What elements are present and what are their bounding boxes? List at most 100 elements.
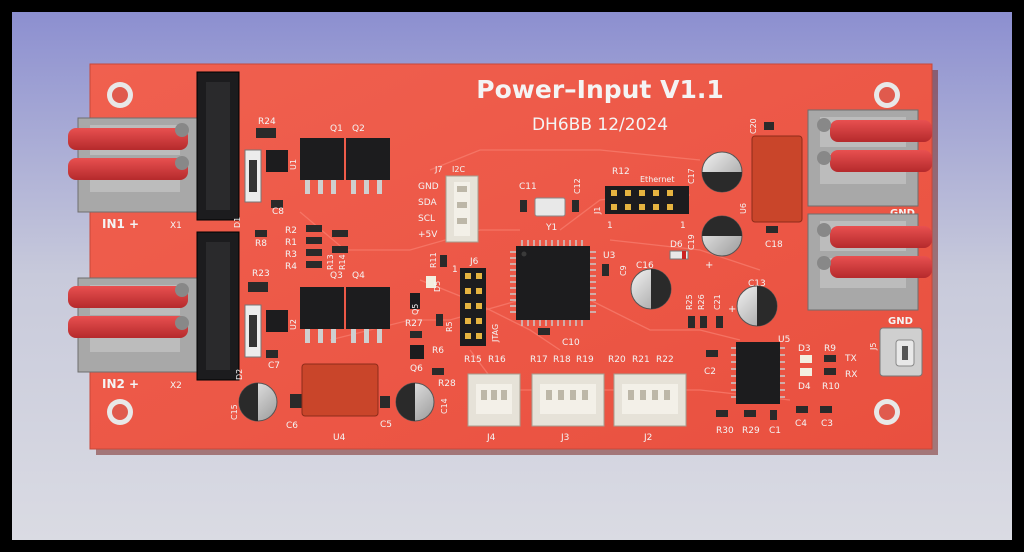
capacitor-c19 (701, 215, 743, 257)
lever-out-bottom-b[interactable] (830, 256, 932, 278)
ref-r24: R24 (258, 117, 276, 127)
ref-j6: J6 (469, 257, 479, 267)
ref-r8: R8 (255, 239, 267, 249)
ref-c7: C7 (268, 361, 280, 371)
plus-c13: + (728, 304, 736, 315)
mosfet-q3 (300, 287, 344, 343)
led-d5 (426, 276, 436, 288)
lever-out-top-a[interactable] (830, 120, 932, 142)
ref-j5: J5 (869, 343, 878, 351)
capacitor-c14 (395, 382, 435, 422)
chip-u2 (266, 310, 288, 332)
ref-c21: C21 (713, 294, 722, 310)
mosfet-q1 (300, 138, 344, 194)
tantalum-c20 (751, 135, 803, 223)
ref-r1: R1 (285, 238, 297, 248)
ref-c10: C10 (562, 338, 580, 348)
mcu-u3 (510, 240, 596, 326)
header-ethernet-j1[interactable] (605, 186, 689, 214)
board-subtitle: DH6BB 12/2024 (532, 115, 668, 135)
lever-in1-b[interactable] (68, 158, 188, 180)
ref-c18: C18 (765, 240, 783, 250)
mosfet-q2 (346, 138, 390, 194)
board-title: Power–Input V1.1 (476, 75, 723, 104)
ref-r3: R3 (285, 250, 297, 260)
ref-r29: R29 (742, 426, 760, 436)
ref-r4: R4 (285, 262, 297, 272)
ref-c16: C16 (636, 261, 654, 271)
ref-d4: D4 (798, 382, 811, 392)
ref-r15: R15 (464, 355, 482, 365)
capacitor-c15 (238, 382, 278, 422)
ref-c20: C20 (749, 118, 758, 134)
connector-j3[interactable] (531, 373, 605, 427)
ref-y1: Y1 (545, 223, 557, 233)
ref-u5: U5 (778, 335, 790, 345)
lever-out-top-b[interactable] (830, 150, 932, 172)
ref-u6: U6 (739, 203, 748, 214)
label-tx: TX (844, 354, 857, 364)
ref-d3: D3 (798, 344, 811, 354)
ref-q1: Q1 (330, 124, 343, 134)
pin1-j6: 1 (452, 265, 458, 275)
label-jtag: JTAG (491, 324, 500, 343)
ref-r23: R23 (252, 269, 270, 279)
label-x2: X2 (170, 381, 182, 391)
ref-u3: U3 (603, 251, 615, 261)
resistor-r24 (256, 128, 276, 138)
ref-c6: C6 (286, 421, 298, 431)
ref-r16: R16 (488, 355, 506, 365)
tantalum-u4 (301, 363, 379, 417)
led-d4 (800, 368, 812, 376)
transistor-q5 (410, 293, 420, 309)
ref-r13: R13 (326, 254, 335, 270)
ref-j1: J1 (593, 207, 602, 215)
terminal-block-in2 (68, 277, 199, 373)
connector-j7[interactable] (445, 175, 479, 243)
connector-j4[interactable] (467, 373, 521, 427)
usb-connector-j5[interactable] (879, 327, 923, 377)
ref-r21: R21 (632, 355, 650, 365)
chip-u1 (266, 150, 288, 172)
ref-r9: R9 (824, 344, 836, 354)
ref-u2: U2 (289, 319, 298, 330)
header-jtag-j6[interactable] (460, 268, 486, 346)
connector-j2[interactable] (613, 373, 687, 427)
diode-d6 (669, 250, 689, 260)
ref-j3: J3 (560, 433, 569, 443)
capacitor-c13 (736, 285, 778, 327)
ref-r25: R25 (685, 294, 694, 310)
ref-r11: R11 (429, 252, 438, 268)
ref-r10: R10 (822, 382, 840, 392)
crystal-y1 (534, 197, 566, 217)
capacitor-c16 (630, 268, 672, 310)
lever-in2-b[interactable] (68, 316, 188, 338)
pin-sda: SDA (418, 198, 437, 208)
ref-r12: R12 (612, 167, 630, 177)
ref-q4: Q4 (352, 271, 365, 281)
ref-r19: R19 (576, 355, 594, 365)
mounting-holes (107, 82, 900, 425)
terminal-block-in1 (68, 117, 199, 213)
ref-r22: R22 (656, 355, 674, 365)
pin1-j1: 1 (607, 221, 613, 231)
lever-out-bottom-a[interactable] (830, 226, 932, 248)
led-d3 (800, 355, 812, 363)
lever-in2-a[interactable] (68, 286, 188, 308)
ref-c8: C8 (272, 207, 284, 217)
ref-c14: C14 (440, 398, 449, 414)
ref-r26: R26 (697, 294, 706, 310)
ref-c4: C4 (795, 419, 807, 429)
ref-q3: Q3 (330, 271, 343, 281)
terminal-block-out-bottom (807, 213, 932, 311)
label-ethernet: Ethernet (640, 175, 674, 184)
resistor-array-left: R2 R1 R3 R4 R13 R14 (285, 225, 348, 272)
ref-j7: J7 (434, 165, 442, 174)
ref-r2: R2 (285, 226, 297, 236)
ref-q2: Q2 (352, 124, 365, 134)
ref-d5: D5 (433, 281, 442, 292)
transistor-q6 (410, 345, 424, 359)
ref-r30: R30 (716, 426, 734, 436)
lever-in1-a[interactable] (68, 128, 188, 150)
